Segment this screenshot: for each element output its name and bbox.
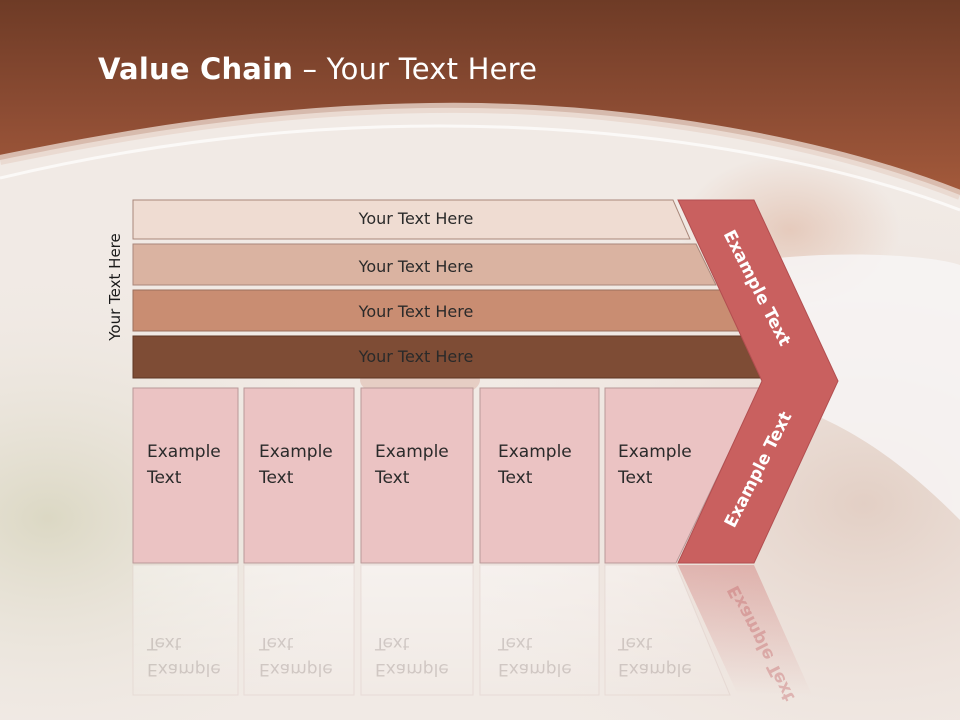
page-title: Value Chain – Your Text Here — [98, 52, 537, 86]
primary-box-3-reflection — [360, 564, 474, 696]
margin-chevron-reflection — [678, 565, 812, 695]
primary-box-5-label: Example Text — [618, 442, 692, 488]
primary-box-4 — [479, 387, 600, 564]
primary-box-4-label-reflection: Example Text — [498, 633, 572, 679]
primary-box-2 — [243, 387, 355, 564]
primary-box-5-reflection — [604, 564, 731, 696]
primary-box-5 — [604, 387, 761, 564]
primary-box-5-label-reflection: Example Text — [618, 633, 692, 679]
primary-box-3-label: Example Text — [375, 442, 449, 488]
primary-box-1-label: Example Text — [147, 442, 221, 488]
primary-box-1 — [132, 387, 239, 564]
support-bar-2-label: Your Text Here — [358, 257, 474, 276]
primary-box-4-label: Example Text — [498, 442, 572, 488]
support-bar-3-label: Your Text Here — [358, 302, 474, 321]
title-bold: Value Chain — [98, 52, 294, 86]
primary-box-2-label: Example Text — [259, 442, 333, 488]
primary-box-2-reflection — [243, 564, 355, 696]
primary-box-1-label-reflection: Example Text — [147, 633, 221, 679]
primary-box-4-reflection — [479, 564, 600, 696]
primary-box-1-reflection — [132, 564, 239, 696]
support-bar-4-label: Your Text Here — [358, 347, 474, 366]
margin-chevron — [677, 199, 839, 564]
support-bar-1 — [132, 199, 691, 240]
support-bar-1-label: Your Text Here — [358, 209, 474, 228]
support-bar-2 — [132, 243, 717, 286]
primary-box-2-label-reflection: Example Text — [259, 633, 333, 679]
primary-box-3-label-reflection: Example Text — [375, 633, 449, 679]
title-rest: – Your Text Here — [293, 52, 538, 86]
primary-box-3 — [360, 387, 474, 564]
